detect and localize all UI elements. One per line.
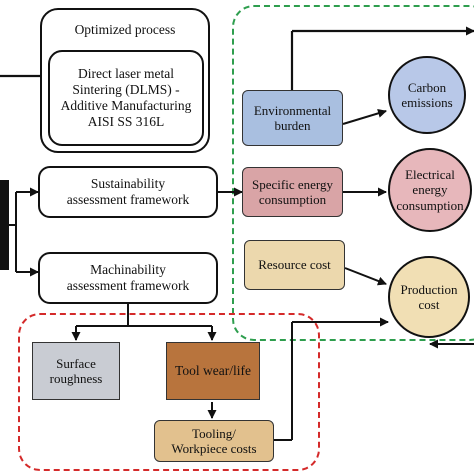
production-cost-label: Production cost xyxy=(400,281,458,312)
sustainability-framework-label: Sustainability assessment framework xyxy=(66,176,190,207)
sustainability-framework-box: Sustainability assessment framework xyxy=(38,166,218,218)
machinability-group-border xyxy=(18,313,320,471)
environmental-burden-label: Environmental burden xyxy=(253,102,332,133)
resource-cost-label: Resource cost xyxy=(258,257,331,273)
specific-energy-box: Specific energy consumption xyxy=(242,167,343,217)
surface-roughness-label: Surface roughness xyxy=(49,355,103,386)
tool-wear-box: Tool wear/life xyxy=(166,342,260,400)
production-cost-circle: Production cost xyxy=(388,256,470,338)
machinability-framework-box: Machinability assessment framework xyxy=(38,252,218,304)
sustainability-group-border xyxy=(232,5,474,341)
specific-energy-label: Specific energy consumption xyxy=(252,176,333,207)
dlms-process-text: Direct laser metal Sintering (DLMS) - Ad… xyxy=(60,66,192,129)
optimized-process-title: Optimized process xyxy=(74,22,176,37)
environmental-burden-box: Environmental burden xyxy=(242,90,343,146)
tooling-costs-label: Tooling/ Workpiece costs xyxy=(171,425,257,456)
machinability-framework-label: Machinability assessment framework xyxy=(66,262,190,293)
resource-cost-box: Resource cost xyxy=(244,240,345,290)
electrical-energy-label: Electrical energy consumption xyxy=(396,167,464,213)
carbon-emissions-label: Carbon emissions xyxy=(401,79,453,110)
tooling-costs-box: Tooling/ Workpiece costs xyxy=(154,420,274,462)
tool-wear-label: Tool wear/life xyxy=(175,363,251,379)
electrical-energy-circle: Electrical energy consumption xyxy=(388,148,472,232)
carbon-emissions-circle: Carbon emissions xyxy=(388,56,466,134)
dlms-process-box: Direct laser metal Sintering (DLMS) - Ad… xyxy=(48,50,204,146)
surface-roughness-box: Surface roughness xyxy=(32,342,120,400)
